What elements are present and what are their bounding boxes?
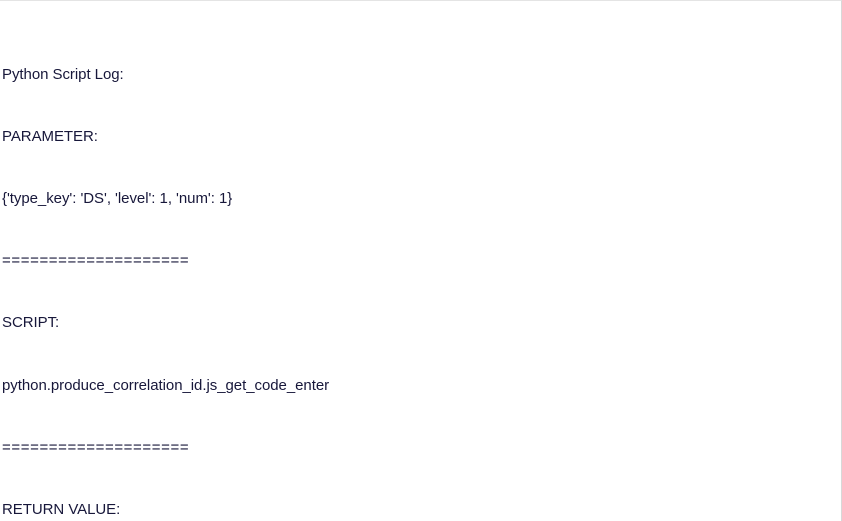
parameter-label: PARAMETER:: [2, 128, 98, 146]
return-value-label: RETURN VALUE:: [2, 500, 121, 518]
log-title: Python Script Log:: [2, 66, 124, 84]
parameter-value: {'type_key': 'DS', 'level': 1, 'num': 1}: [2, 190, 233, 208]
separator-2: ====================: [2, 438, 190, 456]
log-text-body: Python Script Log: PARAMETER: {'type_key…: [2, 3, 841, 521]
separator-1: ====================: [2, 252, 190, 270]
script-label: SCRIPT:: [2, 314, 60, 332]
script-value: python.produce_correlation_id.js_get_cod…: [2, 376, 330, 394]
